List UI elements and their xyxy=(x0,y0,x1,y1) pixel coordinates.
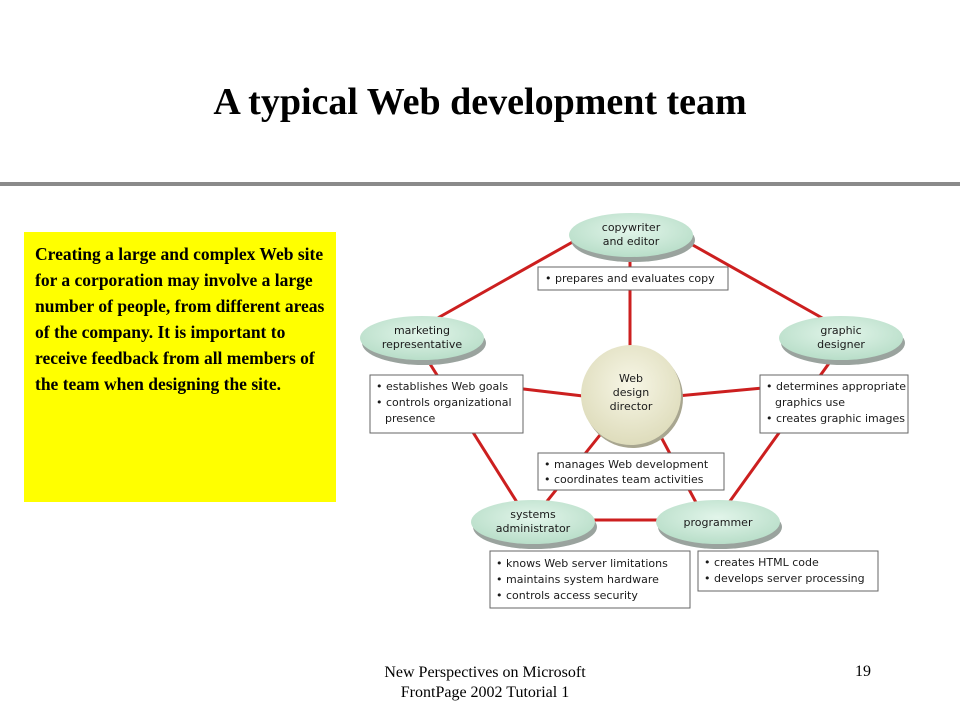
role-box-programmer: • creates HTML code • develops server pr… xyxy=(697,550,879,592)
svg-text:• controls access security: • controls access security xyxy=(496,589,638,602)
node-systems: systems administrator xyxy=(471,500,597,549)
footer-course: New Perspectives on Microsoft FrontPage … xyxy=(330,663,640,703)
svg-text:• controls organizational: • controls organizational xyxy=(376,396,512,409)
role-graphic-2: graphics use xyxy=(775,396,845,409)
node-systems-line1: systems xyxy=(510,508,556,521)
node-director-line1: Web xyxy=(619,372,643,385)
role-director-2: coordinates team activities xyxy=(554,473,704,486)
role-box-graphic: • determines appropriate graphics use • … xyxy=(759,374,909,434)
node-programmer: programmer xyxy=(656,500,782,549)
footer-line2: FrontPage 2002 Tutorial 1 xyxy=(400,684,570,701)
role-box-systems: • knows Web server limitations • maintai… xyxy=(489,550,691,609)
svg-text:• prepares and evaluates copy: • prepares and evaluates copy xyxy=(545,272,715,285)
role-systems-2: maintains system hardware xyxy=(506,573,659,586)
slide-title: A typical Web development team xyxy=(213,81,747,123)
role-box-director: • manages Web development • coordinates … xyxy=(537,452,725,491)
node-copywriter-line1: copywriter xyxy=(602,221,661,234)
role-box-marketing: • establishes Web goals • controls organ… xyxy=(369,374,524,434)
line-marketing-director xyxy=(514,386,584,398)
node-marketing: marketing representative xyxy=(360,316,486,365)
svg-text:• creates HTML code: • creates HTML code xyxy=(704,556,819,569)
role-programmer-2: develops server processing xyxy=(714,572,865,585)
node-director-line2: design xyxy=(613,386,650,399)
line-copywriter-graphic xyxy=(674,233,841,330)
node-copywriter-line2: and editor xyxy=(603,235,660,248)
role-marketing-3: presence xyxy=(385,412,436,425)
callout-box: Creating a large and complex Web site fo… xyxy=(24,232,336,502)
node-marketing-line2: representative xyxy=(382,338,462,351)
svg-text:• establishes Web goals: • establishes Web goals xyxy=(376,380,508,393)
svg-text:• maintains system hardware: • maintains system hardware xyxy=(496,573,659,586)
role-director-1: manages Web development xyxy=(554,458,709,471)
svg-text:• determines appropriate: • determines appropriate xyxy=(766,380,906,393)
line-copywriter-marketing xyxy=(419,233,586,330)
role-systems-1: knows Web server limitations xyxy=(506,557,668,570)
role-box-copywriter: • prepares and evaluates copy xyxy=(537,266,729,291)
node-director: Web design director xyxy=(581,345,683,448)
role-marketing-1: establishes Web goals xyxy=(386,380,508,393)
role-graphic-3: creates graphic images xyxy=(776,412,905,425)
role-marketing-2: controls organizational xyxy=(386,396,512,409)
svg-text:• knows Web server limitations: • knows Web server limitations xyxy=(496,557,668,570)
node-marketing-line1: marketing xyxy=(394,324,450,337)
node-graphic-line2: designer xyxy=(817,338,865,351)
footer-line1: New Perspectives on Microsoft xyxy=(384,664,586,681)
node-programmer-line1: programmer xyxy=(684,516,753,529)
svg-text:• develops server processing: • develops server processing xyxy=(704,572,865,585)
node-graphic-line1: graphic xyxy=(820,324,861,337)
role-copywriter-1: prepares and evaluates copy xyxy=(555,272,715,285)
node-systems-line2: administrator xyxy=(496,522,571,535)
node-graphic: graphic designer xyxy=(779,316,905,365)
team-diagram: • prepares and evaluates copy • establis… xyxy=(360,213,909,609)
line-graphic-director xyxy=(676,386,764,398)
role-graphic-1: determines appropriate xyxy=(776,380,906,393)
page-number: 19 xyxy=(855,663,871,680)
svg-text:• manages Web development: • manages Web development xyxy=(544,458,709,471)
svg-text:• coordinates team activities: • coordinates team activities xyxy=(544,473,704,486)
role-systems-3: controls access security xyxy=(506,589,638,602)
role-programmer-1: creates HTML code xyxy=(714,556,819,569)
node-copywriter: copywriter and editor xyxy=(569,213,695,262)
node-director-line3: director xyxy=(610,400,653,413)
title-divider xyxy=(0,182,960,186)
svg-text:• creates graphic images: • creates graphic images xyxy=(766,412,905,425)
